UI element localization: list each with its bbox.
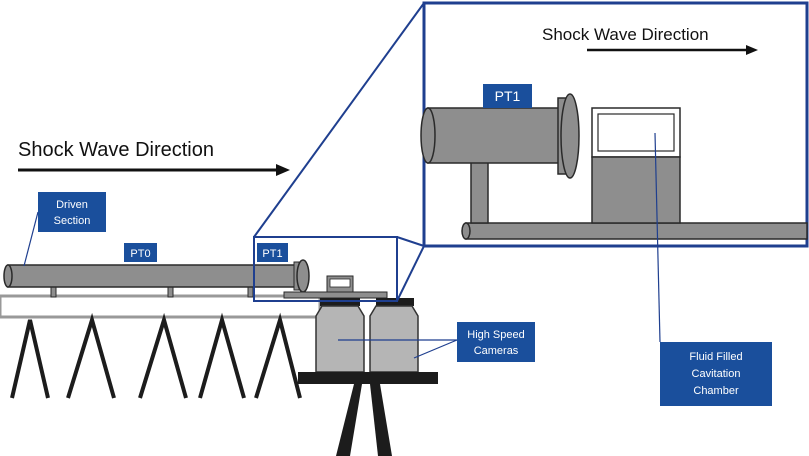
pt0-label: PT0: [124, 243, 157, 262]
cameras-label: High Speed Cameras: [457, 322, 535, 362]
pt1-label-inset: PT1: [483, 84, 532, 108]
support-frame: [0, 294, 322, 319]
chamber-mount-small: [283, 275, 388, 299]
shock-direction-label-main: Shock Wave Direction: [18, 139, 214, 161]
svg-text:Driven: Driven: [56, 199, 88, 211]
inset-tube: [420, 93, 580, 179]
driven-section-tube: [3, 259, 310, 293]
zoom-region-box: [253, 236, 398, 302]
inset-cavitation-chamber: [591, 107, 681, 224]
camera-table: [298, 372, 438, 456]
svg-text:Section: Section: [54, 215, 91, 227]
inset-tube-stand: [470, 157, 489, 224]
svg-text:Chamber: Chamber: [693, 385, 739, 397]
shock-direction-label-inset: Shock Wave Direction: [542, 25, 709, 44]
svg-text:Cameras: Cameras: [474, 345, 519, 357]
shock-direction-arrow-main: [18, 164, 290, 176]
svg-text:High Speed: High Speed: [467, 329, 525, 341]
shock-direction-arrow-inset: [587, 45, 758, 55]
driven-section-label: Driven Section: [38, 192, 106, 232]
chamber-leader-line: [654, 132, 661, 343]
camera-right: [369, 298, 419, 373]
driven-leader-line: [23, 211, 39, 267]
camera-leader-lines: [338, 339, 458, 359]
svg-text:PT1: PT1: [262, 248, 282, 260]
camera-left: [315, 298, 365, 373]
inset-rail: [461, 222, 808, 240]
svg-text:PT1: PT1: [495, 88, 521, 104]
svg-text:PT0: PT0: [130, 248, 150, 260]
inset-projection-lines: [253, 2, 425, 302]
chamber-label: Fluid Filled Cavitation Chamber: [660, 342, 772, 406]
svg-text:Fluid Filled: Fluid Filled: [689, 351, 742, 363]
support-legs: [10, 312, 302, 399]
svg-text:Cavitation: Cavitation: [692, 368, 741, 380]
pt1-label-small: PT1: [257, 243, 288, 262]
